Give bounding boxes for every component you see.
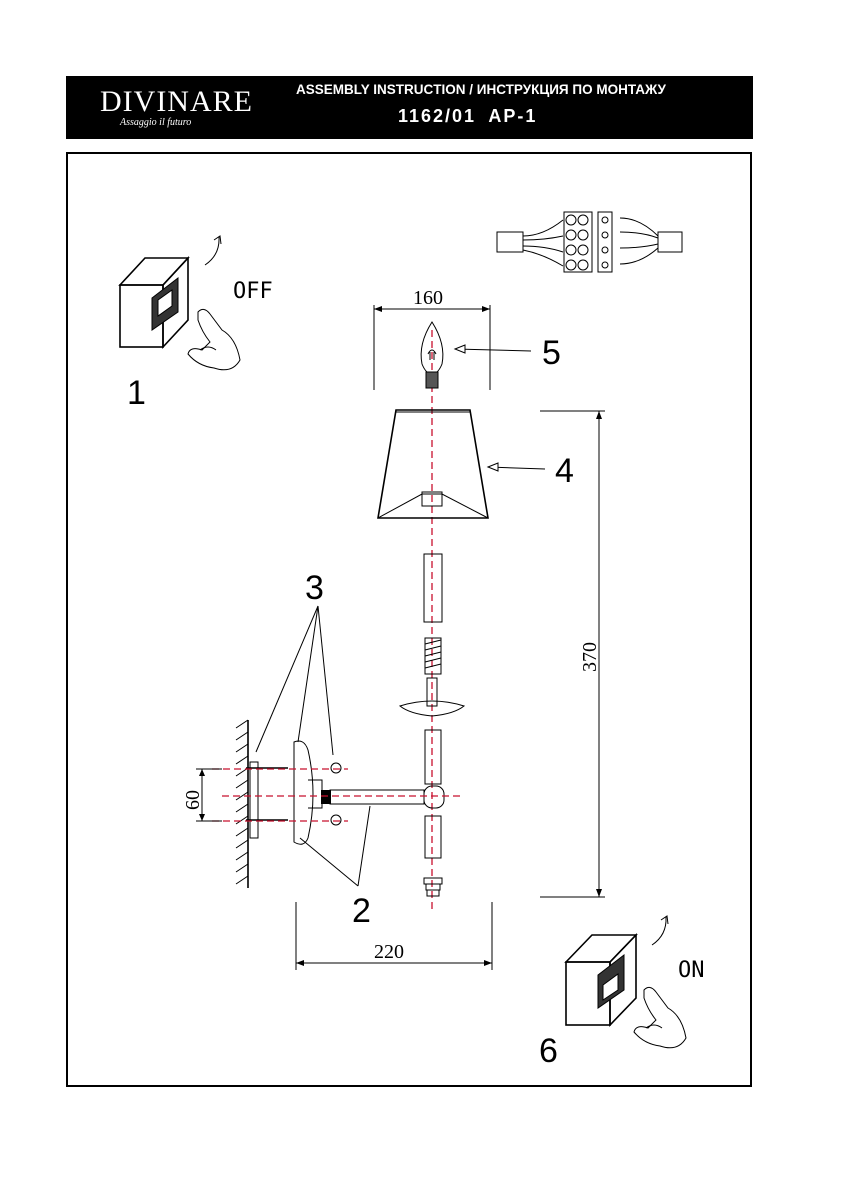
step-5-number: 5 [542, 334, 561, 372]
model-number: 1162/01 AP-1 [398, 106, 538, 126]
header-bar [66, 76, 753, 139]
brand-tagline: Assaggio il futuro [120, 117, 192, 128]
mount-spacing-dimension [196, 768, 222, 822]
lamp-stem-icon [398, 553, 466, 897]
hand-icon [187, 308, 241, 371]
step-1-number: 1 [127, 374, 146, 412]
on-label: ON [678, 958, 705, 983]
terminal-block-icon [496, 211, 683, 273]
leader-lines-2 [299, 805, 371, 887]
mounting-plate-icon [246, 740, 342, 845]
lamp-shade-icon [377, 409, 489, 519]
bulb-width-label: 160 [413, 287, 443, 309]
step-4-number: 4 [555, 452, 574, 490]
mount-spacing-label: 60 [182, 790, 204, 810]
height-dimension [540, 410, 605, 898]
projection-dimension [295, 902, 493, 970]
switch-off-icon [118, 235, 222, 350]
projection-label: 220 [374, 941, 404, 963]
wall-arm-icon [321, 789, 425, 805]
off-label: OFF [233, 279, 273, 304]
diagram-frame [66, 152, 752, 1087]
document-title: ASSEMBLY INSTRUCTION / ИНСТРУКЦИЯ ПО МОН… [296, 82, 666, 97]
bulb-width-dimension [373, 305, 491, 390]
wall-icon [235, 719, 249, 888]
step-3-number: 3 [305, 569, 324, 607]
candle-bulb-icon [420, 321, 444, 389]
switch-on-icon [564, 915, 669, 1027]
brand-logo: DIVINARE [100, 85, 253, 118]
hand-icon-on [633, 986, 687, 1049]
step-6-number: 6 [539, 1032, 558, 1070]
leader-lines-3 [255, 605, 334, 756]
pointer-5 [454, 348, 532, 352]
step-2-number: 2 [352, 892, 371, 930]
height-label: 370 [579, 642, 601, 672]
